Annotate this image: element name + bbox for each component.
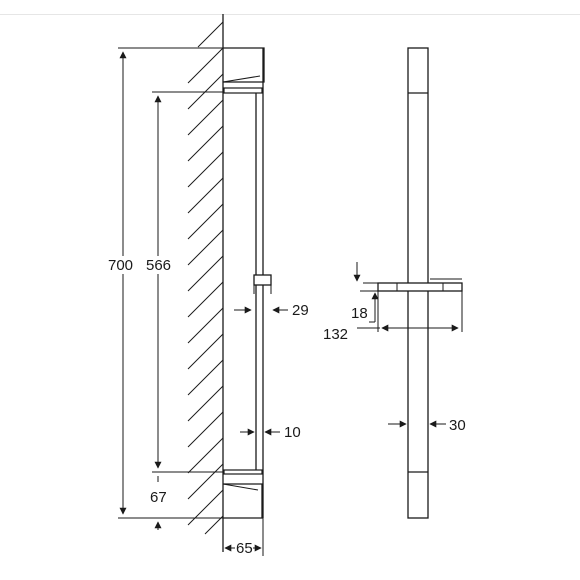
dim-700-label: 700 <box>108 257 133 274</box>
dim-29-label: 29 <box>292 302 309 319</box>
dim-566-label: 566 <box>146 257 171 274</box>
top-divider <box>0 14 580 15</box>
front-view: 18 132 30 <box>323 47 466 519</box>
bottom-mount <box>223 469 263 475</box>
dim-67-label: 67 <box>150 489 167 506</box>
slider <box>253 274 272 286</box>
front-slider <box>377 282 463 292</box>
top-mount <box>223 87 263 94</box>
bottom-bracket <box>223 483 263 519</box>
wall-hatching <box>187 21 224 535</box>
dim-30-label: 30 <box>449 417 466 434</box>
side-view: 700 566 67 65 29 10 <box>108 14 309 557</box>
dim-132-label: 132 <box>323 326 348 343</box>
dim-18-label: 18 <box>351 305 368 322</box>
top-bracket <box>223 47 265 83</box>
dim-65-label: 65 <box>236 540 253 557</box>
dim-10-label: 10 <box>284 424 301 441</box>
